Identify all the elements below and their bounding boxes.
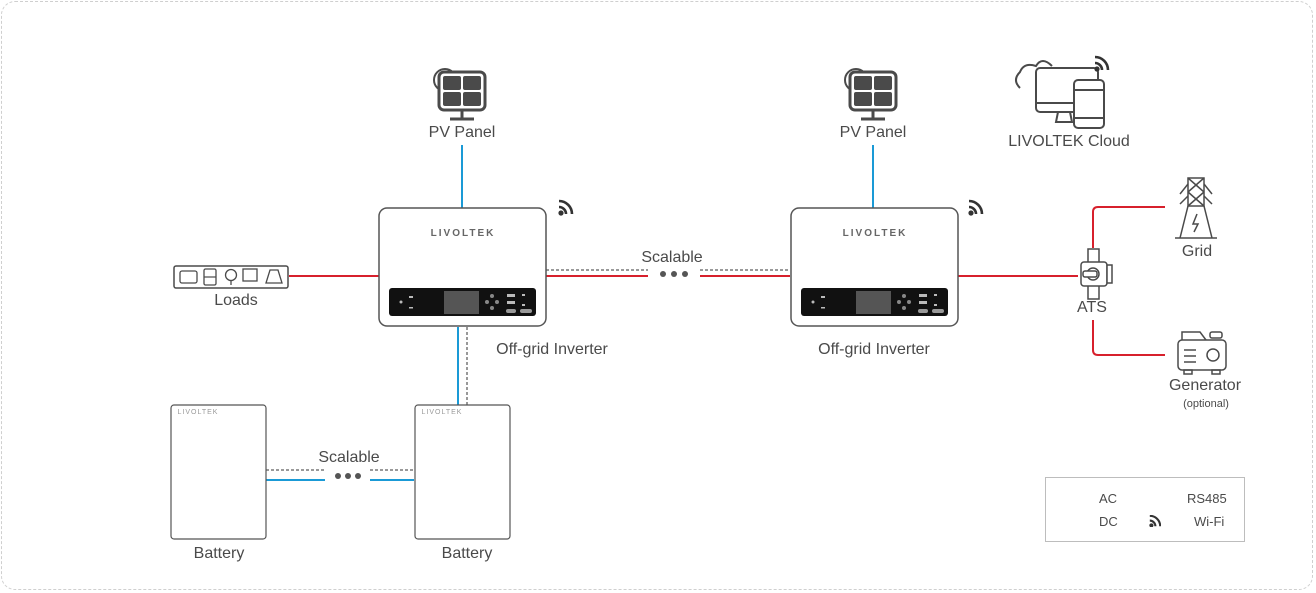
grid-label: Grid [1181,243,1213,260]
inverter-1-brand: LIVOLTEK [430,228,496,239]
wifi-icon [557,199,574,217]
ac-line-ats-grid [1092,206,1165,248]
wifi-icon [1093,55,1110,73]
legend-rs485-label: RS485 [1187,491,1227,506]
legend-dc-label: DC [1099,514,1118,529]
loads-label: Loads [214,292,258,309]
inverter-icon [378,207,547,327]
pv-panel-icon [843,67,898,121]
pv-panel-1-label: PV Panel [428,124,496,141]
generator-label: Generator [1168,377,1242,394]
wifi-icon [967,199,984,217]
battery-2-brand: LIVOLTEK [421,409,463,416]
scalable-batteries-label: Scalable [318,449,380,466]
pv-panel-2-label: PV Panel [839,124,907,141]
ac-line-ats-generator [1092,320,1165,356]
inverter-icon [790,207,959,327]
scalable-inverters-label: Scalable [641,249,703,266]
grid-tower-icon [1175,177,1217,239]
battery-1-brand: LIVOLTEK [177,409,219,416]
generator-note: (optional) [1183,398,1229,410]
inverter-2-brand: LIVOLTEK [842,228,908,239]
pv-panel-icon [432,67,487,121]
scalable-dots-batteries [335,473,361,479]
battery-2-label: Battery [441,545,493,562]
ats-switch-icon [1080,248,1113,300]
ats-label: ATS [1077,299,1107,316]
legend-ac-label: AC [1099,491,1118,506]
generator-icon [1177,331,1227,375]
scalable-dots-inverters [660,271,688,277]
cloud-devices-icon [1015,60,1105,129]
legend-wifi-label: Wi-Fi [1194,514,1225,529]
legend: AC DC RS485 Wi-Fi [1045,477,1245,542]
inverter-2-label: Off-grid Inverter [818,341,930,358]
cloud-label: LIVOLTEK Cloud [1008,133,1130,150]
battery-2-icon [414,404,511,540]
loads-icon [173,265,289,289]
battery-1-icon [170,404,267,540]
battery-1-label: Battery [193,545,245,562]
inverter-1-label: Off-grid Inverter [496,341,608,358]
legend-wifi-icon [1149,515,1161,527]
